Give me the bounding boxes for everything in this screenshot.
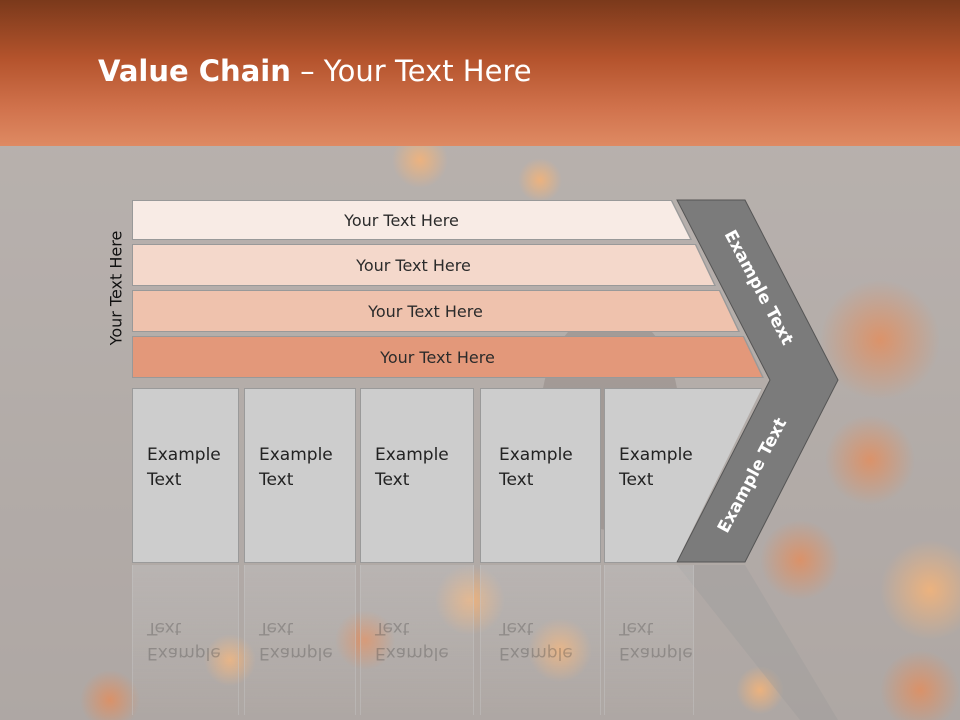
title-bold: Value Chain <box>98 54 291 88</box>
band-row-1-fill: Your Text Here <box>133 201 690 239</box>
column-text: Example <box>259 445 333 465</box>
title-rest: – Your Text Here <box>290 54 532 88</box>
column-3: Example Text <box>360 388 474 563</box>
column-text: Text <box>499 470 534 490</box>
band-label: Your Text Here <box>344 210 459 230</box>
band-row-3-fill: Your Text Here <box>133 291 738 331</box>
column-text: Example <box>499 445 573 465</box>
column-text: Example <box>375 445 449 465</box>
band-label: Your Text Here <box>356 255 471 275</box>
chevron-shape <box>676 199 839 563</box>
band-label: Your Text Here <box>380 347 495 367</box>
column-text: Text <box>375 470 410 490</box>
column-text: Text <box>147 470 182 490</box>
column-text: Text <box>259 470 294 490</box>
column-text: Example <box>147 445 221 465</box>
band-label: Your Text Here <box>368 301 483 321</box>
band-row-4-fill: Your Text Here <box>133 337 762 377</box>
column-4: Example Text <box>480 388 601 563</box>
column-text: Example <box>619 445 693 465</box>
chevron-reflection <box>677 565 838 720</box>
header-bar: Value Chain – Your Text Here <box>0 0 960 146</box>
page-title: Value Chain – Your Text Here <box>98 54 532 88</box>
column-text: Text <box>619 470 654 490</box>
band-row-2-fill: Your Text Here <box>133 245 714 285</box>
column-2: Example Text <box>244 388 356 563</box>
column-1: Example Text <box>132 388 239 563</box>
